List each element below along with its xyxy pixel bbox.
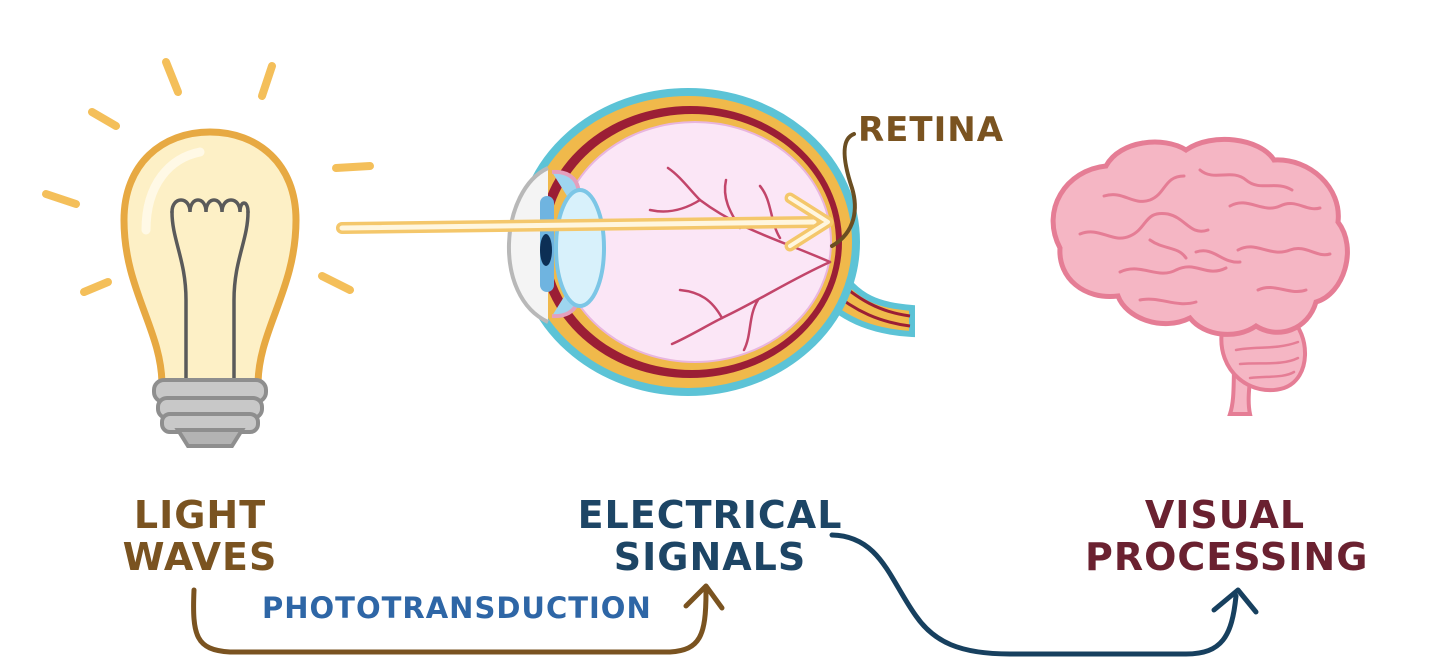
visual-processing-label: VISUAL PROCESSING [1085,493,1369,579]
bulb-glass [120,128,300,389]
visual-processing-label-line1: VISUAL [1144,493,1306,537]
lens [554,188,606,308]
bulb-highlight [141,147,205,235]
arrowhead [683,583,725,611]
bulb-filament [170,198,250,382]
retina-pointer-line [830,132,857,248]
cerebellum [1219,315,1307,393]
light-rays [42,58,374,296]
phototransduction-label: PHOTOTRANSDUCTION [262,591,652,625]
cornea [506,166,549,324]
electrical-signals-label-line1: ELECTRICAL [577,493,843,537]
visual-processing-label-line2: PROCESSING [1085,534,1369,579]
light-waves-label: LIGHT WAVES [115,493,285,579]
brain-sulci [1078,168,1332,306]
arrowhead [1211,587,1259,615]
electrical-signals-label: ELECTRICAL SIGNALS [570,493,850,579]
eye-cross-section-icon [506,88,915,396]
electrical-signals-label-line2: SIGNALS [613,534,807,579]
light-bulb-icon [42,58,374,448]
light-waves-label-line2: WAVES [122,534,278,579]
light-ray-arrow [336,192,834,252]
cerebellum-folds [1234,340,1300,380]
bulb-base [152,378,268,448]
light-waves-label-line1: LIGHT [133,493,267,537]
brain-icon [1050,136,1350,416]
phototransduction-arrow [191,583,725,655]
retina-label: RETINA [858,110,1005,150]
cerebrum [1050,136,1350,337]
pupil [540,234,552,266]
processing-arrow [829,532,1259,657]
